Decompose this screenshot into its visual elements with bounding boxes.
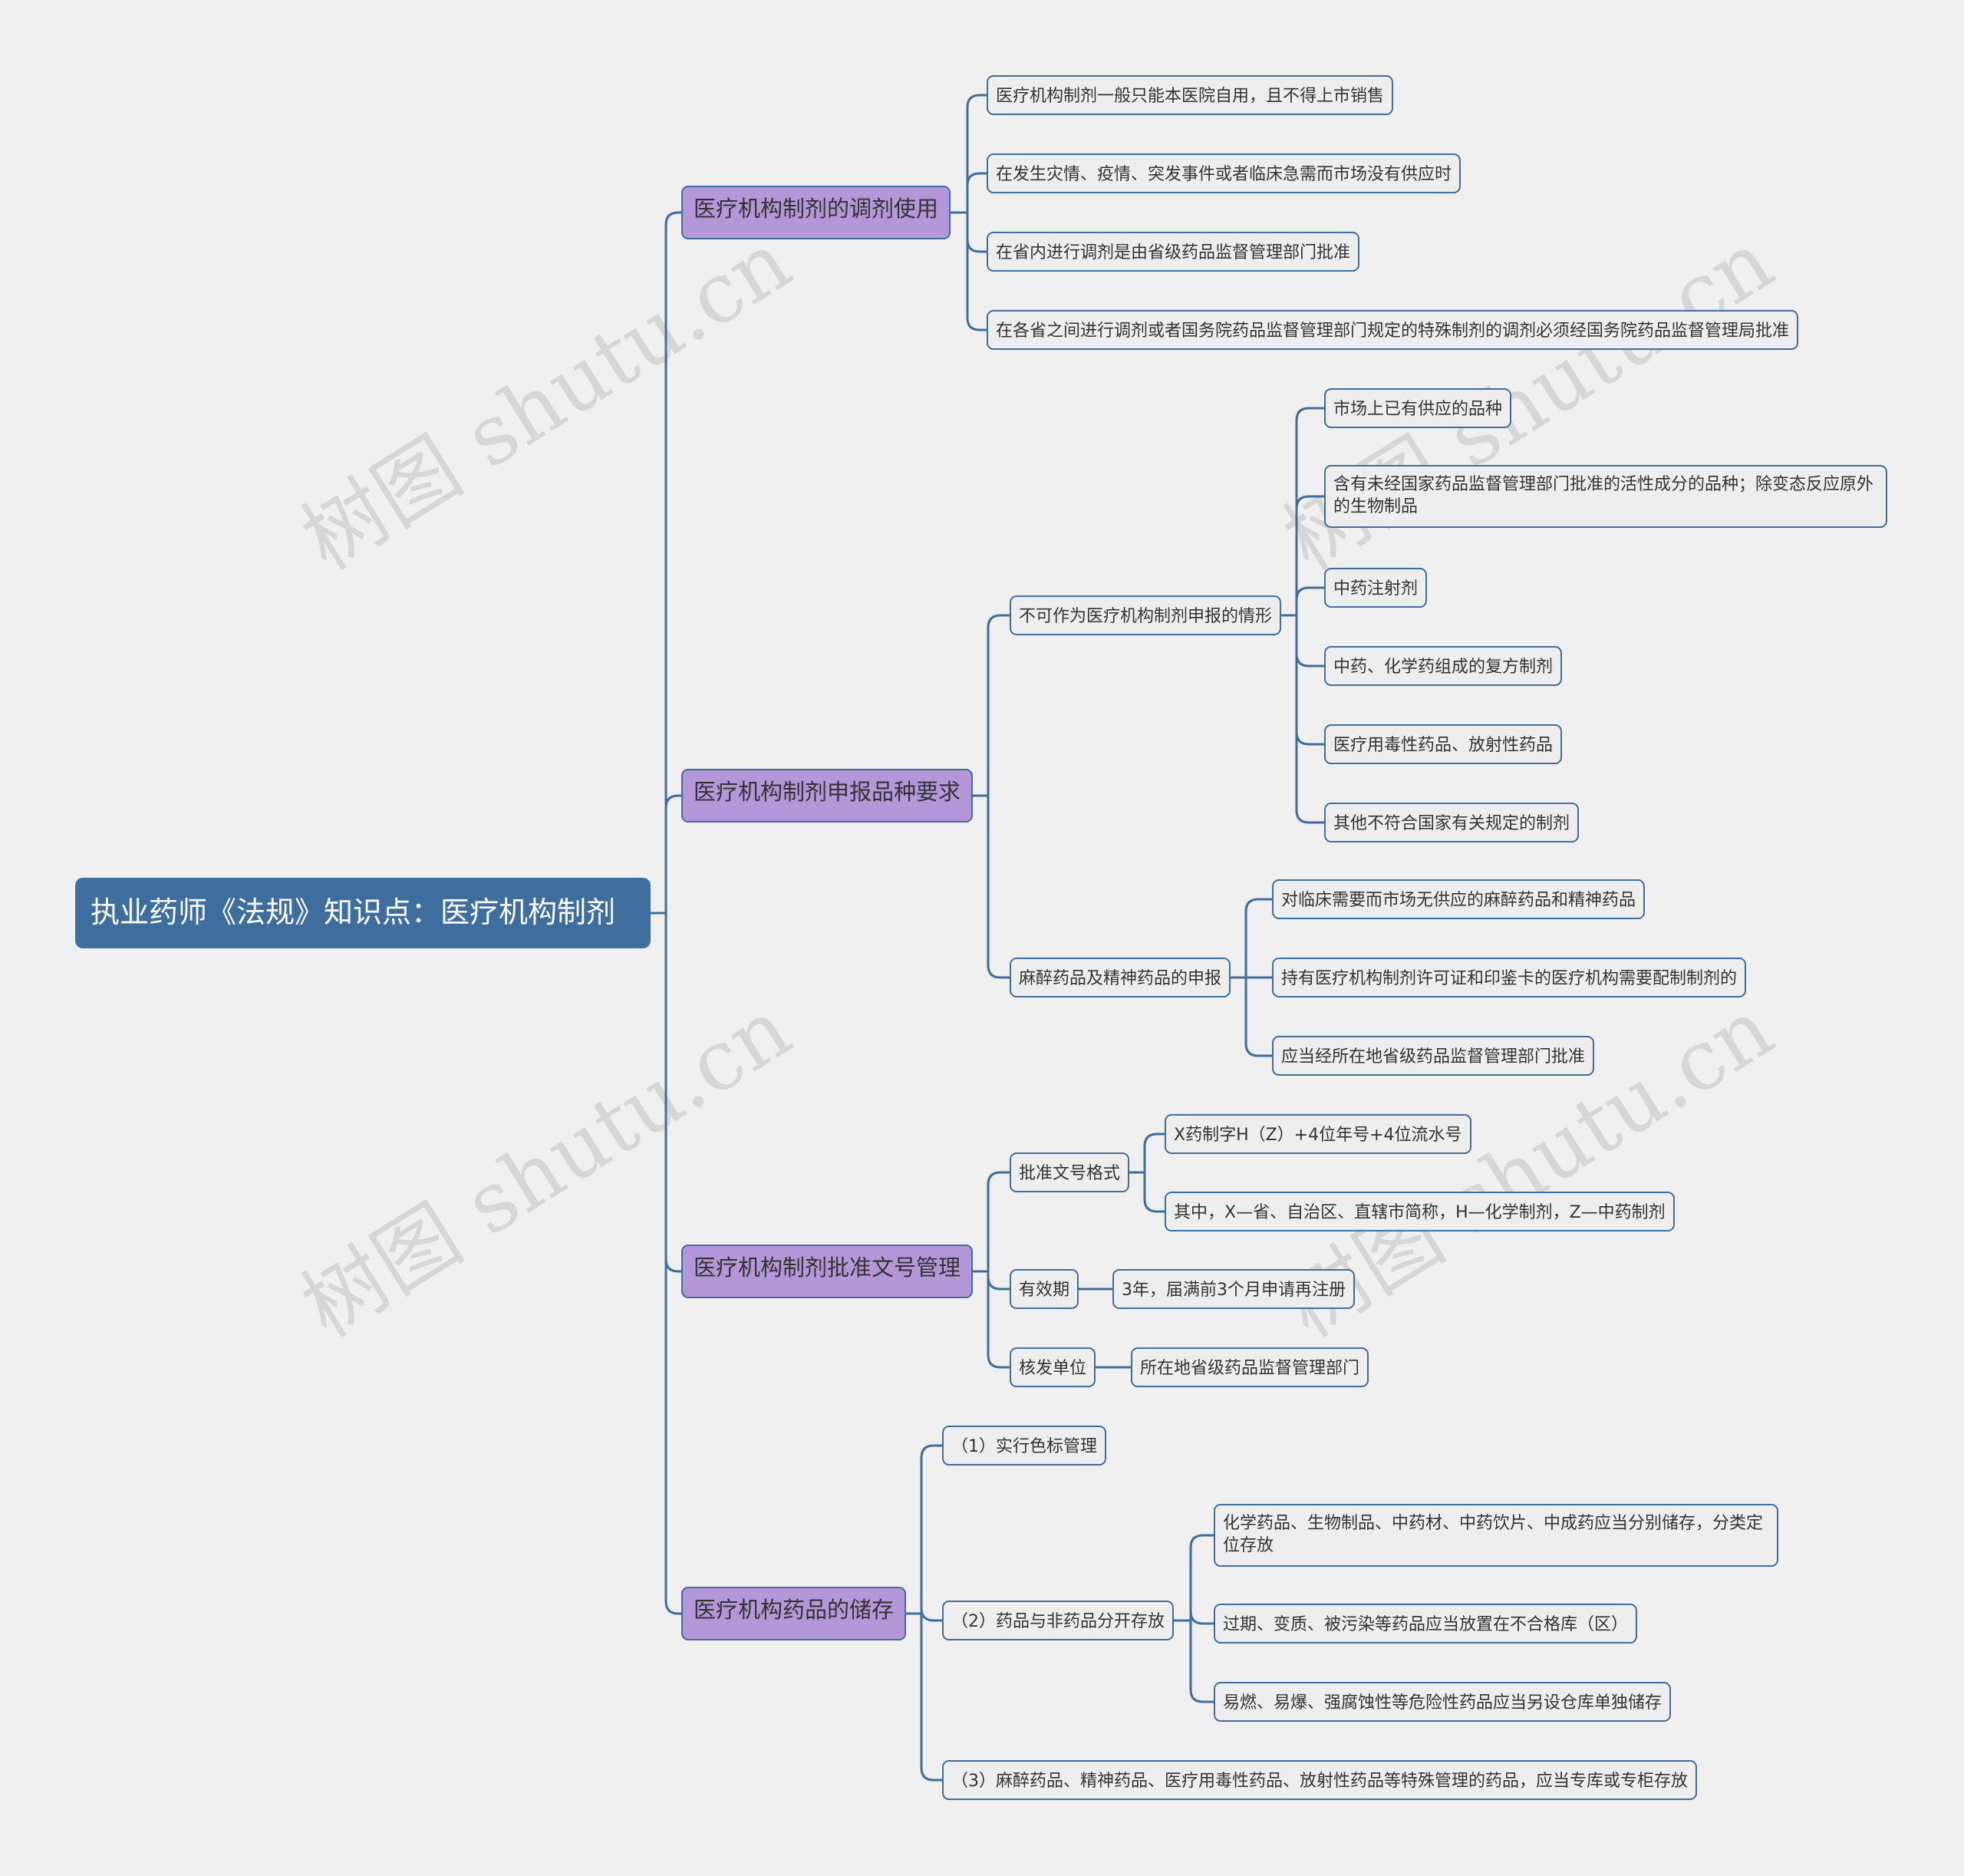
connector-line: [1295, 586, 1324, 615]
sub-topic-not-declarable[interactable]: 不可作为医疗机构制剂申报的情形: [1010, 595, 1282, 635]
connector-line: [1295, 615, 1324, 746]
connector-line: [1244, 978, 1272, 1057]
connector-line: [1189, 1534, 1214, 1620]
sub-topic-issuing-unit[interactable]: 核发单位: [1010, 1347, 1096, 1387]
leaf-node[interactable]: 中药注射剂: [1324, 568, 1428, 608]
leaf-node[interactable]: 其他不符合国家有关规定的制剂: [1324, 803, 1580, 842]
leaf-node[interactable]: 其中，X—省、自治区、直辖市简称，H—化学制剂，Z—中药制剂: [1165, 1192, 1675, 1231]
connector-line: [664, 794, 681, 913]
leaf-node[interactable]: （1）实行色标管理: [942, 1426, 1106, 1466]
branch-drug-storage[interactable]: 医疗机构药品的储存: [681, 1587, 907, 1640]
connector-line: [920, 1444, 942, 1614]
connector-line: [987, 1271, 1010, 1291]
connector-line: [920, 1607, 942, 1622]
connector-line: [1295, 407, 1324, 615]
connector-line: [987, 614, 1010, 796]
connector-line: [1295, 495, 1324, 615]
branch-dispensing-use[interactable]: 医疗机构制剂的调剂使用: [681, 186, 951, 239]
leaf-node[interactable]: 医疗用毒性药品、放射性药品: [1324, 724, 1563, 764]
leaf-node[interactable]: 持有医疗机构制剂许可证和印鉴卡的医疗机构需要配制制剂的: [1272, 958, 1747, 997]
branch-declaration-requirements[interactable]: 医疗机构制剂申报品种要求: [681, 769, 974, 823]
connector-line: [966, 213, 987, 331]
root-topic[interactable]: 执业药师《法规》知识点：医疗机构制剂: [75, 878, 651, 948]
leaf-node[interactable]: 过期、变质、被污染等药品应当放置在不合格库（区）: [1214, 1604, 1638, 1644]
connector-line: [920, 1614, 942, 1782]
leaf-node[interactable]: 市场上已有供应的品种: [1324, 388, 1512, 428]
leaf-node[interactable]: （3）麻醉药品、精神药品、医疗用毒性药品、放射性药品等特殊管理的药品，应当专库或…: [942, 1760, 1698, 1800]
connector-line: [1143, 1133, 1165, 1172]
connector-line: [1295, 615, 1324, 668]
leaf-node[interactable]: 含有未经国家药品监督管理部门批准的活性成分的品种；除变态反应原外的生物制品: [1324, 465, 1887, 528]
sub-topic-separate-storage[interactable]: （2）药品与非药品分开存放: [942, 1601, 1174, 1640]
leaf-node[interactable]: 易燃、易爆、强腐蚀性等危险性药品应当另设仓库单独储存: [1214, 1682, 1672, 1722]
leaf-node[interactable]: 中药、化学药组成的复方制剂: [1324, 646, 1563, 686]
connector-line: [966, 172, 987, 213]
connector-line: [987, 1171, 1010, 1271]
branch-approval-number[interactable]: 医疗机构制剂批准文号管理: [681, 1245, 974, 1298]
connector-line: [987, 1271, 1010, 1369]
sub-topic-narcotic-declaration[interactable]: 麻醉药品及精神药品的申报: [1010, 958, 1231, 997]
leaf-node[interactable]: 所在地省级药品监督管理部门: [1131, 1347, 1369, 1387]
sub-topic-number-format[interactable]: 批准文号格式: [1010, 1152, 1130, 1192]
leaf-node[interactable]: 医疗机构制剂一般只能本医院自用，且不得上市销售: [987, 75, 1394, 115]
connector-line: [966, 94, 987, 213]
connector-line: [1295, 615, 1324, 824]
connector-line: [664, 211, 681, 913]
leaf-node[interactable]: 3年，届满前3个月申请再注册: [1112, 1269, 1355, 1309]
connector-line: [1189, 1611, 1214, 1625]
leaf-node[interactable]: 在省内进行调剂是由省级药品监督管理部门批准: [987, 232, 1360, 272]
leaf-node[interactable]: 在发生灾情、疫情、突发事件或者临床急需而市场没有供应时: [987, 153, 1461, 193]
leaf-node[interactable]: 在各省之间进行调剂或者国务院药品监督管理部门规定的特殊制剂的调剂必须经国务院药品…: [987, 310, 1799, 350]
leaf-node[interactable]: 对临床需要而市场无供应的麻醉药品和精神药品: [1272, 879, 1646, 919]
connector-line: [987, 796, 1010, 979]
leaf-node[interactable]: X药制字H（Z）+4位年号+4位流水号: [1165, 1114, 1471, 1154]
connector-line: [664, 913, 681, 1273]
connector-line: [966, 213, 987, 253]
sub-topic-validity[interactable]: 有效期: [1010, 1269, 1079, 1309]
connector-line: [1143, 1172, 1165, 1213]
leaf-node[interactable]: 应当经所在地省级药品监督管理部门批准: [1272, 1036, 1595, 1076]
connector-line: [1244, 898, 1272, 978]
connector-line: [1189, 1620, 1214, 1703]
leaf-node[interactable]: 化学药品、生物制品、中药材、中药饮片、中成药应当分别储存，分类定位存放: [1214, 1504, 1778, 1567]
connector-line: [664, 913, 681, 1615]
